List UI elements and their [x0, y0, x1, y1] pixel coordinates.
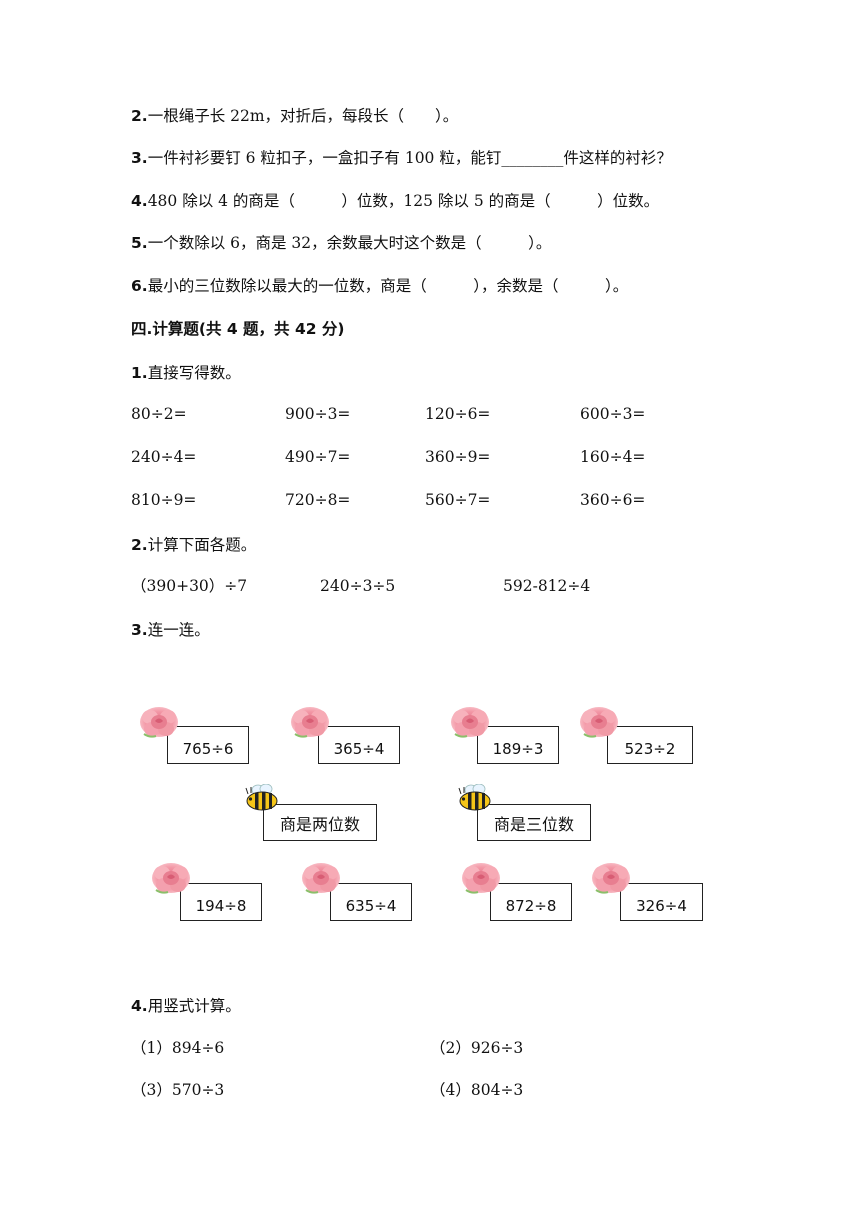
- question-number: 3.: [131, 149, 148, 167]
- calc-item: （390+30）÷7: [131, 577, 248, 595]
- q1-heading: 1.直接写得数。: [131, 362, 241, 384]
- question-text: 一根绳子长 22m，对折后，每段长（ ）。: [147, 107, 459, 125]
- flower-icon: [289, 704, 331, 740]
- oral-calc: 720÷8=: [285, 491, 351, 509]
- question-text: 一件衬衫要钉 6 粒扣子，一盒扣子有 100 粒，能钉________件这样的衬…: [147, 149, 672, 167]
- question-number: 2.: [131, 536, 148, 554]
- match-expression-box[interactable]: 194÷8: [180, 883, 262, 921]
- oral-calc: 160÷4=: [580, 448, 646, 466]
- question-6: 6.最小的三位数除以最大的一位数，商是（ ），余数是（ ）。: [131, 275, 628, 297]
- flower-icon: [590, 860, 632, 896]
- oral-calc: 360÷6=: [580, 491, 646, 509]
- category-text: 商是三位数: [493, 814, 574, 834]
- question-number: 2.: [131, 107, 148, 125]
- oral-calc: 360÷9=: [425, 448, 491, 466]
- vertical-calc-item: （1）894÷6: [131, 1039, 225, 1057]
- question-number: 3.: [131, 621, 148, 639]
- flower-icon: [578, 704, 620, 740]
- flower-icon: [460, 860, 502, 896]
- question-number: 4.: [131, 192, 148, 210]
- match-expression-box[interactable]: 523÷2: [607, 726, 693, 764]
- question-number: 4.: [131, 997, 148, 1015]
- q2-heading: 2.计算下面各题。: [131, 534, 256, 556]
- expression-text: 635÷4: [345, 897, 397, 915]
- oral-calc: 600÷3=: [580, 405, 646, 423]
- bee-icon: [244, 784, 282, 812]
- question-number: 6.: [131, 277, 148, 295]
- vertical-calc-item: （4）804÷3: [430, 1081, 524, 1099]
- question-3: 3.一件衬衫要钉 6 粒扣子，一盒扣子有 100 粒，能钉________件这样…: [131, 147, 672, 169]
- question-number: 5.: [131, 234, 148, 252]
- match-expression-box[interactable]: 765÷6: [167, 726, 249, 764]
- flower-icon: [150, 860, 192, 896]
- expression-text: 189÷3: [492, 740, 544, 758]
- expression-text: 326÷4: [636, 897, 687, 915]
- vertical-calc-item: （3）570÷3: [131, 1081, 225, 1099]
- question-5: 5.一个数除以 6，商是 32，余数最大时这个数是（ ）。: [131, 232, 551, 254]
- oral-calc: 490÷7=: [285, 448, 351, 466]
- oral-calc: 240÷4=: [131, 448, 197, 466]
- flower-icon: [300, 860, 342, 896]
- expression-text: 523÷2: [624, 740, 676, 758]
- category-text: 商是两位数: [279, 814, 360, 834]
- section-title: 四.计算题(共 4 题，共 42 分): [131, 320, 345, 338]
- flower-icon: [449, 704, 491, 740]
- question-text: 连一连。: [147, 621, 210, 639]
- vertical-calc-item: （2）926÷3: [430, 1039, 524, 1057]
- bee-icon: [457, 784, 495, 812]
- expression-text: 872÷8: [505, 897, 557, 915]
- question-text: 一个数除以 6，商是 32，余数最大时这个数是（ ）。: [147, 234, 552, 252]
- match-expression-box[interactable]: 872÷8: [490, 883, 572, 921]
- oral-calc: 810÷9=: [131, 491, 197, 509]
- question-number: 1.: [131, 364, 148, 382]
- question-2: 2.一根绳子长 22m，对折后，每段长（ ）。: [131, 105, 458, 127]
- oral-calc: 120÷6=: [425, 405, 491, 423]
- expression-text: 765÷6: [182, 740, 234, 758]
- q4-heading: 4.用竖式计算。: [131, 995, 241, 1017]
- match-expression-box[interactable]: 189÷3: [477, 726, 559, 764]
- question-text: 计算下面各题。: [147, 536, 257, 554]
- match-expression-box[interactable]: 326÷4: [620, 883, 703, 921]
- oral-calc: 560÷7=: [425, 491, 491, 509]
- q3-heading: 3.连一连。: [131, 619, 210, 641]
- question-text: 直接写得数。: [147, 364, 241, 382]
- expression-text: 365÷4: [333, 740, 385, 758]
- question-text: 用竖式计算。: [147, 997, 241, 1015]
- oral-calc: 900÷3=: [285, 405, 351, 423]
- calc-item: 592-812÷4: [503, 577, 591, 595]
- match-category-box[interactable]: 商是两位数: [263, 804, 377, 841]
- expression-text: 194÷8: [195, 897, 247, 915]
- flower-icon: [138, 704, 180, 740]
- match-expression-box[interactable]: 635÷4: [330, 883, 412, 921]
- oral-calc: 80÷2=: [131, 405, 187, 423]
- question-text: 最小的三位数除以最大的一位数，商是（ ），余数是（ ）。: [147, 277, 629, 295]
- question-4: 4.480 除以 4 的商是（ ）位数，125 除以 5 的商是（ ）位数。: [131, 190, 659, 212]
- calc-item: 240÷3÷5: [320, 577, 396, 595]
- match-category-box[interactable]: 商是三位数: [477, 804, 591, 841]
- match-expression-box[interactable]: 365÷4: [318, 726, 400, 764]
- question-text: 480 除以 4 的商是（ ）位数，125 除以 5 的商是（ ）位数。: [147, 192, 660, 210]
